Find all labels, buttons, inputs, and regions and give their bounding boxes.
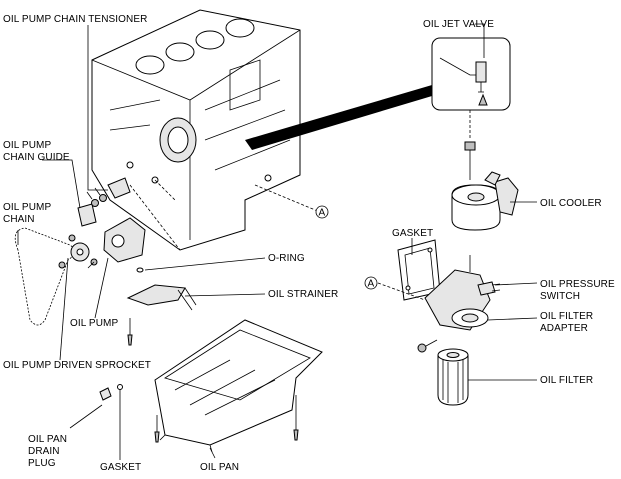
cylinder-block xyxy=(91,9,301,251)
label-oil-pan-drain-plug-line3: PLUG xyxy=(28,458,56,469)
label-gasket-adapter: GASKET xyxy=(392,228,433,239)
oil-filter-part xyxy=(437,348,469,406)
oil-pump-driven-sprocket xyxy=(58,234,90,269)
chain-tensioner-parts xyxy=(77,177,131,227)
drain-plug-parts xyxy=(99,384,123,401)
label-oil-filter-adapter-line1: OIL FILTER xyxy=(540,311,593,322)
label-gasket-drain: GASKET xyxy=(100,462,141,473)
label-oil-strainer: OIL STRAINER xyxy=(268,289,338,300)
label-oil-pressure-switch-line2: SWITCH xyxy=(540,291,580,302)
label-oil-pressure-switch-line1: OIL PRESSURE xyxy=(540,279,615,290)
label-oil-pump: OIL PUMP xyxy=(70,318,118,329)
ref-a-adapter-text: A xyxy=(368,279,375,290)
label-oil-pan: OIL PAN xyxy=(200,462,239,473)
label-oil-pump-chain-guide-line1: OIL PUMP xyxy=(3,140,51,151)
label-oil-pan-drain-plug-line1: OIL PAN xyxy=(28,434,67,445)
label-o-ring: O-RING xyxy=(268,253,305,264)
oil-jet-valve-callout xyxy=(245,37,511,150)
label-oil-filter-adapter-line2: ADAPTER xyxy=(540,323,588,334)
oil-pump-chain xyxy=(14,227,75,326)
oil-filter-adapter-parts xyxy=(397,239,501,353)
ref-marker-a-adapter: A xyxy=(364,276,378,290)
label-oil-pump-chain-line2: CHAIN xyxy=(3,214,35,225)
label-oil-filter: OIL FILTER xyxy=(540,375,593,386)
label-oil-pump-chain-guide-line2: CHAIN GUIDE xyxy=(3,152,70,163)
reference-lines xyxy=(129,110,471,301)
ref-marker-a-block: A xyxy=(315,205,329,219)
leader-lines xyxy=(17,23,538,460)
label-oil-cooler: OIL COOLER xyxy=(540,198,602,209)
oil-pan-part xyxy=(154,319,323,453)
oil-cooler-part xyxy=(451,141,519,231)
ref-a-block-text: A xyxy=(319,208,326,219)
label-oil-jet-valve: OIL JET VALVE xyxy=(423,19,494,30)
o-ring xyxy=(136,267,144,273)
label-oil-pan-drain-plug-line2: DRAIN xyxy=(28,446,60,457)
label-oil-pump-driven-sprocket: OIL PUMP DRIVEN SPROCKET xyxy=(3,360,151,371)
oil-pump-body xyxy=(87,217,146,269)
label-oil-pump-chain-line1: OIL PUMP xyxy=(3,202,51,213)
label-oil-pump-chain-tensioner: OIL PUMP CHAIN TENSIONER xyxy=(3,14,147,25)
oil-strainer-part xyxy=(126,284,197,346)
